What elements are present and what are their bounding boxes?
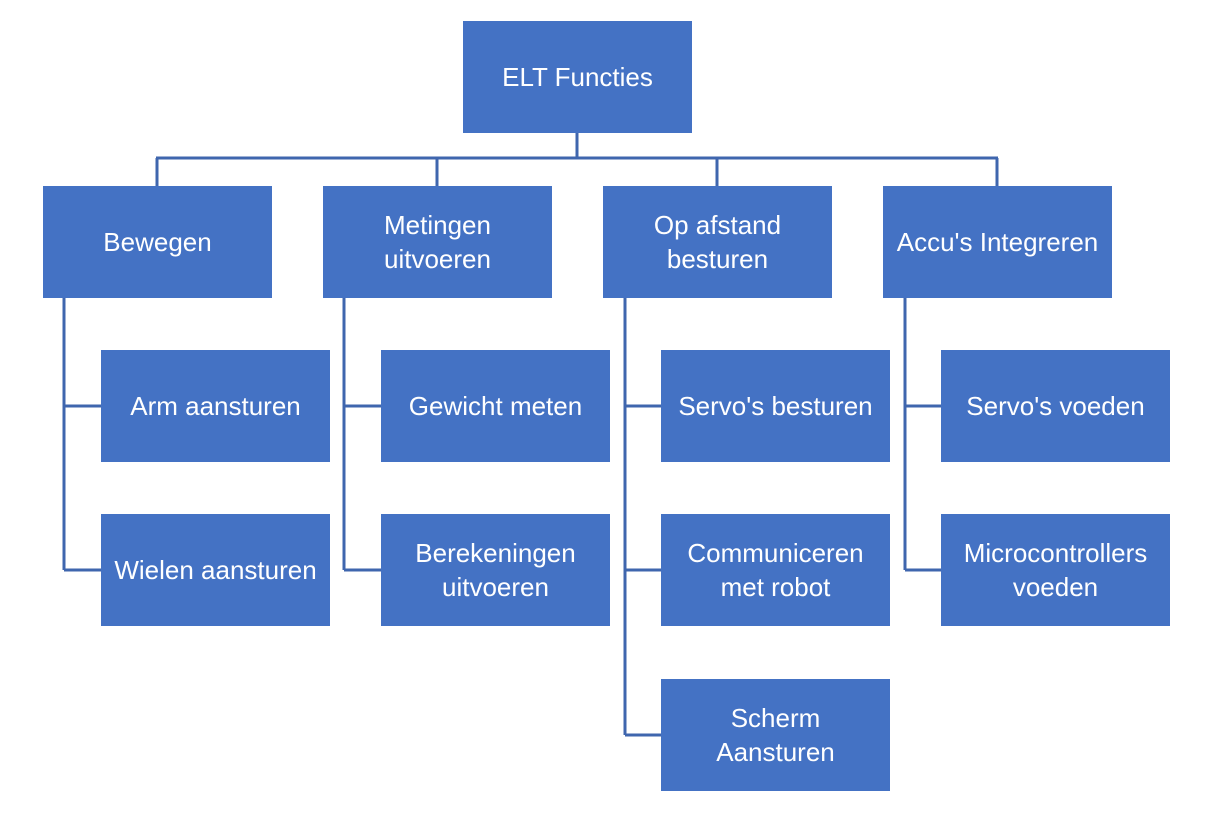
node-microcontrollers-voeden: Microcontrollers voeden: [941, 514, 1170, 626]
node-label: Accu's Integreren: [896, 227, 1099, 257]
node-gewicht-meten: Gewicht meten: [381, 350, 610, 462]
node-label: Bewegen: [103, 227, 212, 257]
node-scherm-aansturen: Scherm Aansturen: [661, 679, 890, 791]
node-label: Wielen aansturen: [114, 555, 317, 585]
node-label: Scherm Aansturen: [716, 703, 835, 767]
node-berekeningen-uitvoeren: Berekeningen uitvoeren: [381, 514, 610, 626]
node-label: Op afstand besturen: [653, 210, 782, 274]
node-bewegen: Bewegen: [43, 186, 272, 298]
node-label: Servo's besturen: [678, 391, 873, 421]
node-communiceren-met-robot: Communiceren met robot: [661, 514, 890, 626]
node-servos-besturen: Servo's besturen: [661, 350, 890, 462]
node-label: Berekeningen uitvoeren: [415, 538, 576, 602]
node-op-afstand-besturen: Op afstand besturen: [603, 186, 832, 298]
node-arm-aansturen: Arm aansturen: [101, 350, 330, 462]
node-label: Metingen uitvoeren: [384, 210, 491, 274]
node-label: Gewicht meten: [408, 391, 583, 421]
node-label: Servo's voeden: [966, 391, 1145, 421]
node-accus-integreren: Accu's Integreren: [883, 186, 1112, 298]
node-label: Communiceren met robot: [687, 538, 864, 602]
node-metingen-uitvoeren: Metingen uitvoeren: [323, 186, 552, 298]
root-node: ELT Functies: [463, 21, 692, 133]
node-label: Microcontrollers voeden: [963, 538, 1148, 602]
node-servos-voeden: Servo's voeden: [941, 350, 1170, 462]
node-wielen-aansturen: Wielen aansturen: [101, 514, 330, 626]
node-label: Arm aansturen: [130, 391, 301, 421]
root-node-label: ELT Functies: [502, 62, 653, 92]
